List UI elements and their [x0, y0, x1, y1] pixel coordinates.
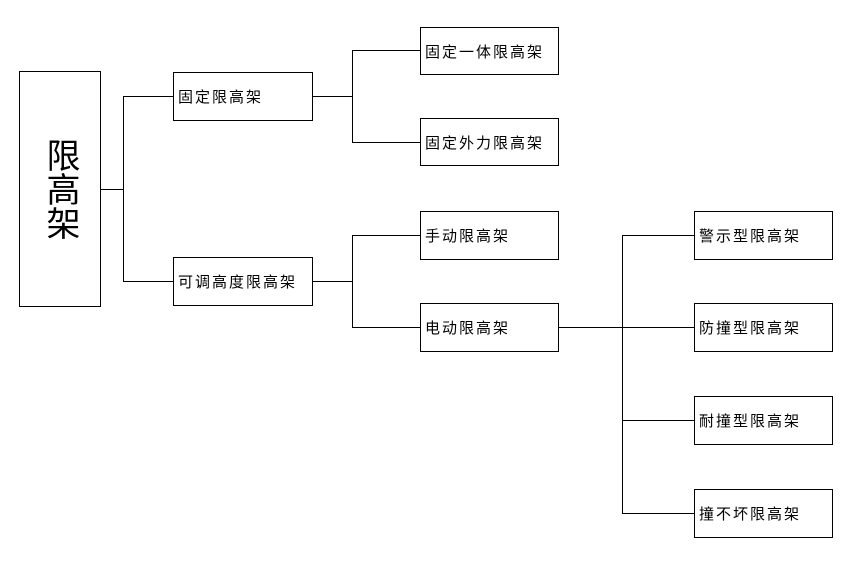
node-adjustable: 可调高度限高架: [173, 257, 313, 306]
connector-adjustable-out: [312, 281, 352, 282]
connector-to-fixed-external: [352, 142, 420, 143]
node-anti-collision: 防撞型限高架: [694, 303, 833, 352]
node-collision-resistant-label: 耐撞型限高架: [699, 412, 802, 430]
node-fixed-label: 固定限高架: [178, 88, 264, 106]
connector-to-fixed-integral: [352, 50, 420, 51]
node-anti-collision-label: 防撞型限高架: [699, 319, 802, 337]
node-root: 限高架: [19, 71, 101, 307]
node-root-label: 限高架: [40, 138, 80, 240]
node-warning: 警示型限高架: [694, 211, 833, 260]
connector-root-spine: [123, 96, 124, 282]
connector-to-indestructible: [622, 513, 694, 514]
node-indestructible: 撞不坏限高架: [694, 489, 833, 538]
connector-adjustable-spine: [352, 235, 353, 328]
connector-root: [101, 189, 123, 190]
connector-to-anti-collision: [622, 327, 694, 328]
connector-fixed-out: [312, 96, 352, 97]
node-adjustable-label: 可调高度限高架: [178, 273, 298, 291]
node-fixed-integral-label: 固定一体限高架: [425, 42, 545, 61]
node-electric-label: 电动限高架: [425, 319, 511, 337]
connector-to-manual: [352, 235, 420, 236]
connector-to-electric: [352, 327, 420, 328]
node-manual-label: 手动限高架: [425, 227, 511, 245]
connector-fixed-spine: [352, 50, 353, 143]
connector-electric-spine: [622, 235, 623, 514]
node-electric: 电动限高架: [420, 303, 559, 352]
connector-to-collision-resistant: [622, 420, 694, 421]
node-fixed-external-label: 固定外力限高架: [425, 133, 545, 152]
connector-to-adjustable: [123, 281, 173, 282]
node-warning-label: 警示型限高架: [699, 227, 802, 245]
node-indestructible-label: 撞不坏限高架: [699, 505, 802, 523]
node-collision-resistant: 耐撞型限高架: [694, 396, 833, 445]
node-fixed-external: 固定外力限高架: [420, 118, 559, 166]
connector-to-fixed: [123, 96, 173, 97]
node-fixed-integral: 固定一体限高架: [420, 27, 559, 75]
node-manual: 手动限高架: [420, 211, 559, 260]
connector-to-warning: [622, 235, 694, 236]
node-fixed: 固定限高架: [173, 72, 313, 121]
